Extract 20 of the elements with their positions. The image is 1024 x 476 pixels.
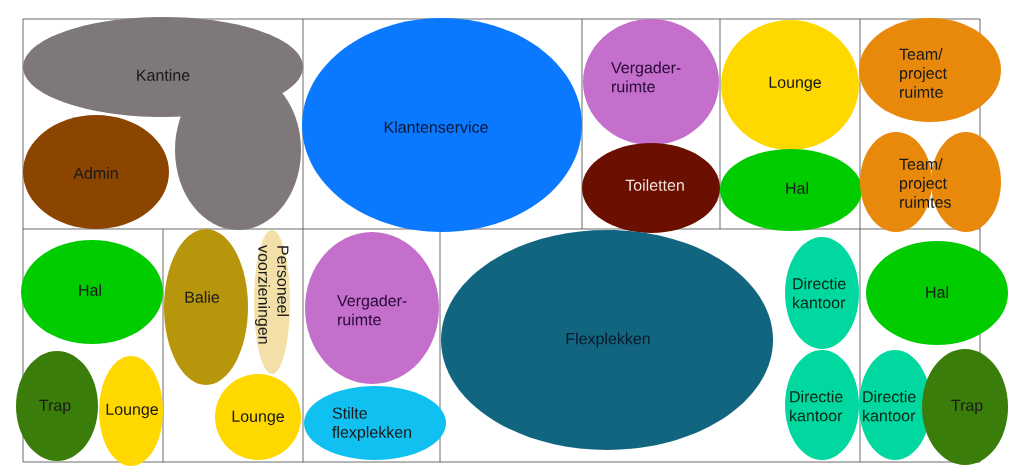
room-bubble: Personeel voorzieningen bbox=[254, 230, 290, 374]
room-bubble: Balie bbox=[164, 229, 248, 385]
room-bubble: Toiletten bbox=[582, 143, 720, 233]
room-bubble: Trap bbox=[16, 351, 98, 461]
room-bubble: Vergader-ruimte bbox=[305, 232, 439, 384]
room-bubble: Lounge bbox=[99, 356, 163, 466]
room-bubble: Directie kantoor bbox=[859, 350, 931, 460]
room-bubble: Hal bbox=[720, 149, 862, 231]
room-bubble: Hal bbox=[866, 241, 1008, 345]
room-bubble: Directie kantoor bbox=[785, 350, 859, 460]
room-bubble: Flexplekken bbox=[441, 230, 773, 450]
room-bubble: Stilte flexplekken bbox=[304, 386, 446, 460]
room-bubble: Lounge bbox=[215, 374, 301, 460]
room-bubble: Hal bbox=[21, 240, 163, 344]
room-bubble: Vergader-ruimte bbox=[583, 19, 719, 145]
room-bubble: Klantenservice bbox=[302, 18, 582, 232]
room-bubble: Lounge bbox=[721, 20, 859, 150]
room-bubble: Directie kantoor bbox=[785, 237, 859, 349]
room-bubble: Trap bbox=[922, 349, 1008, 465]
room-bubble: Team/ project ruimte bbox=[859, 18, 1001, 122]
